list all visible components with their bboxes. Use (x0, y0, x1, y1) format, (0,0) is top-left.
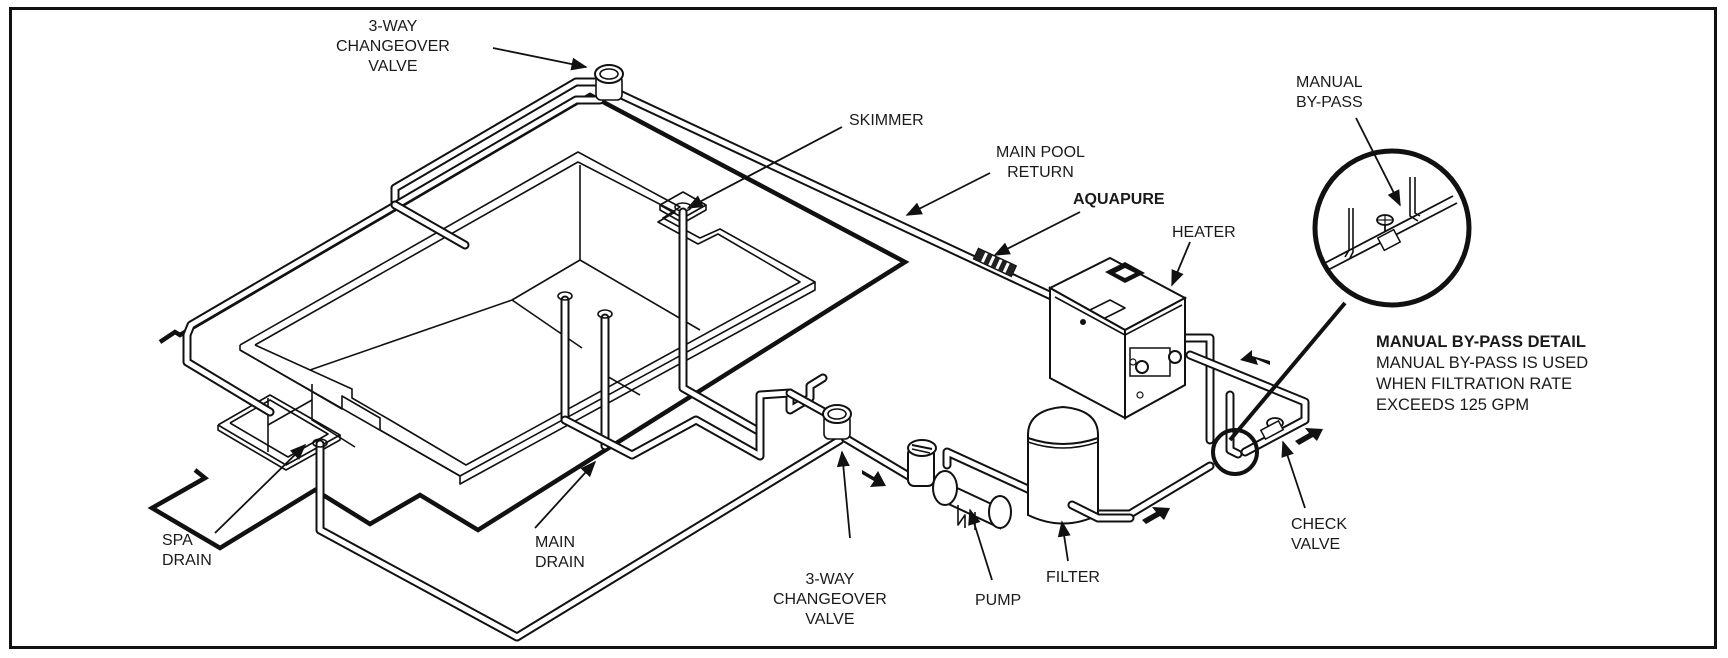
pump-icon (907, 439, 1012, 530)
flow-arrows (862, 350, 1323, 524)
check-valve-icon (1259, 417, 1285, 441)
label-spa-drain: SPA DRAIN (162, 532, 212, 569)
gate-valve-icon (1376, 214, 1402, 252)
label-main-drain: MAIN DRAIN (535, 534, 585, 571)
flow-arrow-icon (1295, 428, 1323, 445)
valve-icon (822, 404, 852, 440)
label-main-pool-return: MAIN POOL RETURN (996, 144, 1085, 181)
detail-line: EXCEEDS 125 GPM (1376, 396, 1530, 414)
label-valve-top: 3-WAY CHANGEOVER VALVE (336, 18, 450, 75)
label-check-valve: CHECK VALVE (1291, 516, 1348, 553)
detail-line: WHEN FILTRATION RATE (1376, 375, 1573, 393)
flow-arrow-icon (1240, 350, 1270, 365)
flow-arrow-icon (1142, 507, 1170, 524)
main-drain-cover-2 (597, 309, 613, 319)
bypass-detail-note: MANUAL BY-PASS DETAIL MANUAL BY-PASS IS … (1376, 332, 1588, 416)
heater-icon (1047, 256, 1188, 420)
bypass-detail-circle (1312, 148, 1472, 308)
bypass-location-circle (1211, 428, 1259, 476)
spa-drain-cover (312, 438, 328, 448)
detail-line: MANUAL BY-PASS IS USED (1376, 354, 1589, 372)
main-drain-cover-1 (557, 291, 573, 301)
label-manual-bypass: MANUAL BY-PASS (1296, 74, 1363, 111)
main-pool (239, 151, 816, 485)
label-pump: PUMP (975, 592, 1022, 609)
label-filter: FILTER (1046, 569, 1100, 586)
detail-title: MANUAL BY-PASS DETAIL (1376, 333, 1586, 351)
label-aquapure: AQUAPURE (1073, 191, 1165, 208)
detail-leader-line (1228, 301, 1347, 442)
valve-icon (594, 64, 624, 101)
label-skimmer: SKIMMER (849, 112, 924, 129)
pool-deck-outline (147, 92, 910, 551)
leader-lines (214, 47, 1401, 581)
label-heater: HEATER (1172, 224, 1236, 241)
diagram-frame (9, 7, 1717, 649)
filter-tank-icon (1027, 405, 1099, 525)
chlorinator-icon (972, 247, 1018, 278)
label-valve-bottom: 3-WAY CHANGEOVER VALVE (773, 571, 887, 628)
flow-arrow-icon (862, 470, 886, 487)
